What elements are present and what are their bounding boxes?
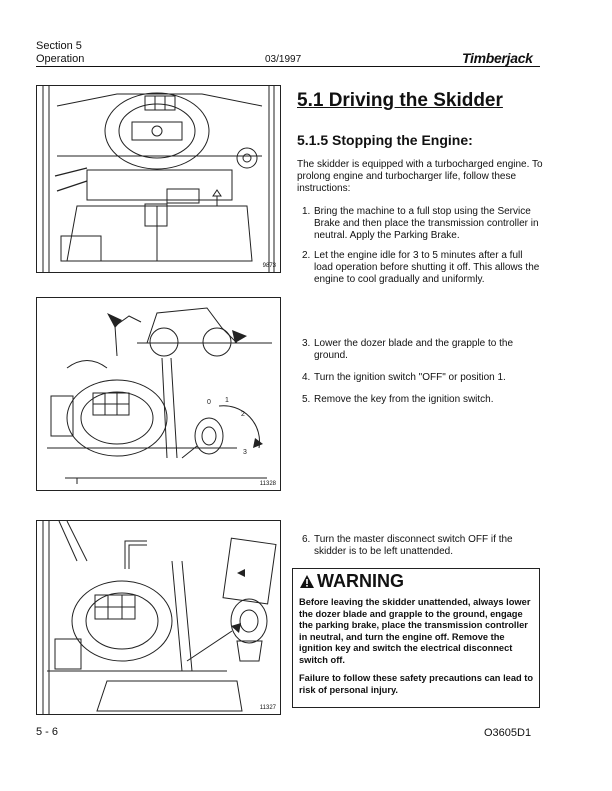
- list-item: 5. Remove the key from the ignition swit…: [302, 394, 542, 406]
- warning-title: WARNING: [317, 571, 404, 591]
- page-title: 5.1 Driving the Skidder: [297, 90, 503, 111]
- list-item: 1. Bring the machine to a full stop usin…: [302, 206, 542, 242]
- figure-number: 11328: [259, 481, 276, 487]
- list-item: 3. Lower the dozer blade and the grapple…: [302, 338, 542, 362]
- ignition-pos-3: 3: [243, 449, 247, 456]
- figure-ignition-switch: 0 1 2 3 11328: [36, 297, 281, 491]
- step-text: Lower the dozer blade and the grapple to…: [314, 338, 514, 361]
- figure-number: 11327: [259, 705, 276, 711]
- steps-group-b: 3. Lower the dozer blade and the grapple…: [302, 338, 542, 406]
- ignition-pos-0: 0: [207, 399, 211, 406]
- section-number: Section 5: [36, 40, 82, 52]
- brand-logo: Timberjack: [462, 50, 533, 66]
- step-number: 4.: [302, 372, 311, 383]
- list-item: 2. Let the engine idle for 3 to 5 minute…: [302, 250, 542, 286]
- step-number: 6.: [302, 534, 311, 545]
- page-number: 5 - 6: [36, 726, 59, 738]
- step-number: 3.: [302, 338, 311, 349]
- figure-master-disconnect: 11327: [36, 520, 281, 715]
- ignition-pos-2: 2: [241, 411, 245, 418]
- ignition-pos-1: 1: [225, 397, 229, 404]
- warning-heading: WARNING: [299, 571, 404, 592]
- list-item: 4. Turn the ignition switch "OFF" or pos…: [302, 372, 542, 384]
- ignition-illustration: 0 1 2 3: [47, 307, 272, 484]
- step-text: Bring the machine to a full stop using t…: [314, 206, 539, 241]
- warning-box: WARNING Before leaving the skidder unatt…: [292, 568, 540, 708]
- document-code: O3605D1: [484, 727, 532, 739]
- step-number: 1.: [302, 206, 311, 217]
- section-subtitle: 5.1.5 Stopping the Engine:: [297, 132, 473, 148]
- step-text: Turn the ignition switch "OFF" or positi…: [314, 372, 506, 383]
- master-disconnect-illustration: [42, 521, 277, 714]
- section-label: Section 5 Operation: [36, 40, 84, 66]
- step-number: 5.: [302, 394, 311, 405]
- steps-group-a: 1. Bring the machine to a full stop usin…: [302, 206, 542, 286]
- header-rule: [36, 66, 540, 67]
- section-name: Operation: [36, 53, 85, 65]
- cab-interior-illustration: [42, 86, 275, 272]
- step-number: 2.: [302, 250, 311, 261]
- warning-text: Before leaving the skidder unattended, a…: [299, 597, 531, 665]
- figure-number: 9873: [262, 263, 276, 269]
- warning-triangle-icon: [300, 575, 314, 588]
- intro-paragraph: The skidder is equipped with a turbochar…: [297, 159, 543, 194]
- steps-group-c: 6. Turn the master disconnect switch OFF…: [302, 534, 542, 558]
- step-text: Remove the key from the ignition switch.: [314, 394, 494, 405]
- figure-cab-interior: 9873: [36, 85, 281, 273]
- step-text: Turn the master disconnect switch OFF if…: [314, 534, 513, 557]
- header-date: 03/1997: [265, 54, 302, 65]
- list-item: 6. Turn the master disconnect switch OFF…: [302, 534, 542, 558]
- warning-footer: Failure to follow these safety precautio…: [299, 673, 534, 695]
- step-text: Let the engine idle for 3 to 5 minutes a…: [314, 250, 540, 285]
